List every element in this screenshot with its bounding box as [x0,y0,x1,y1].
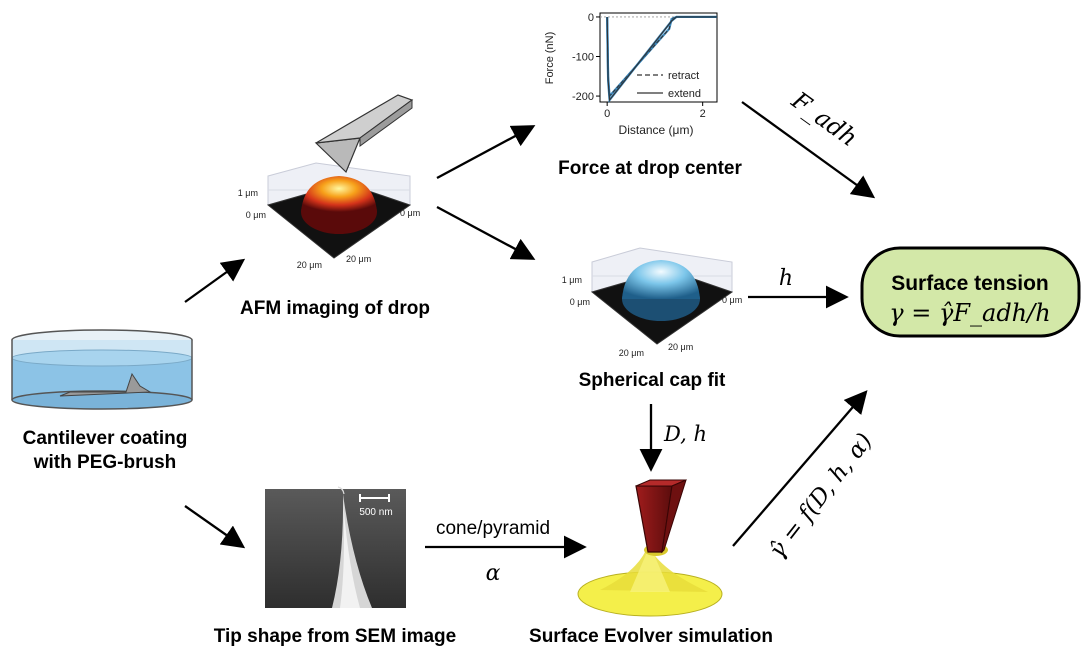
cantilever-label-line2: with PEG-brush [33,452,177,473]
arrow-afm-to-force [436,125,536,180]
arrow-cantilever-to-afm [184,258,246,303]
sem-label: Tip shape from SEM image [214,626,456,646]
spherical-cap-plot [590,247,734,345]
surface-tension-title: Surface tension [891,272,1049,295]
arrow-force-to-surface [741,101,876,199]
evolver-simulation-image [577,479,723,617]
y-tick-label: -100 [572,52,594,64]
legend-retract-label: retract [668,70,699,82]
edge-label-gamma-hat: γ̂ = f(D, h, α) [764,428,878,563]
afm-drop-plot [266,94,414,259]
afm-y-tick: 20 μm [346,254,371,264]
series-extend-line [606,16,717,102]
evolver-label: Surface Evolver simulation [529,626,773,646]
cap-y-tick: 20 μm [668,342,693,352]
chart-xlabel: Distance (μm) [619,123,694,137]
cap-x-tick: 20 μm [619,348,644,358]
force-label: Force at drop center [558,158,742,179]
edge-label-dh: D, h [663,422,707,446]
cap-z-tick: 1 μm [562,275,582,285]
y-tick-label: 0 [588,12,594,24]
surface-tension-box [860,246,1081,338]
afm-zero-left: 0 μm [246,210,266,220]
petri-dish-illustration [11,329,193,410]
cantilever-label-line1: Cantilever coating [23,428,188,449]
edge-label-alpha: α [486,561,501,586]
cap-label: Spherical cap fit [579,370,726,391]
surface-tension-formula: γ = γ̂F_adh/h [889,299,1050,327]
edge-label-h: h [779,266,793,291]
series-retract-line [606,16,717,98]
sem-scalebar-label: 500 nm [359,507,392,518]
chart-ylabel: Force (nN) [544,32,556,85]
edge-label-cone-pyramid: cone/pyramid [436,518,550,539]
arrow-evolver-to-surface [732,390,868,547]
sem-tip-image [265,486,406,608]
force-curve-chart: 0 2 0 -100 -200 retract extend Distance (μm)… [544,12,718,137]
arrow-cantilever-to-sem [184,505,246,549]
x-tick-label: 0 [604,108,610,120]
legend-extend-label: extend [668,88,701,100]
arrows [184,101,876,559]
y-tick-label: -200 [572,91,594,103]
afm-x-tick: 20 μm [297,260,322,270]
cap-zero-left: 0 μm [570,297,590,307]
afm-z-tick: 1 μm [238,188,258,198]
arrow-afm-to-cap [436,205,536,260]
chart-legend: retract extend [637,70,701,100]
x-tick-label: 2 [700,108,706,120]
afm-label: AFM imaging of drop [240,298,430,319]
cap-zero-right: 0 μm [722,295,742,305]
afm-zero-right: 0 μm [400,208,420,218]
